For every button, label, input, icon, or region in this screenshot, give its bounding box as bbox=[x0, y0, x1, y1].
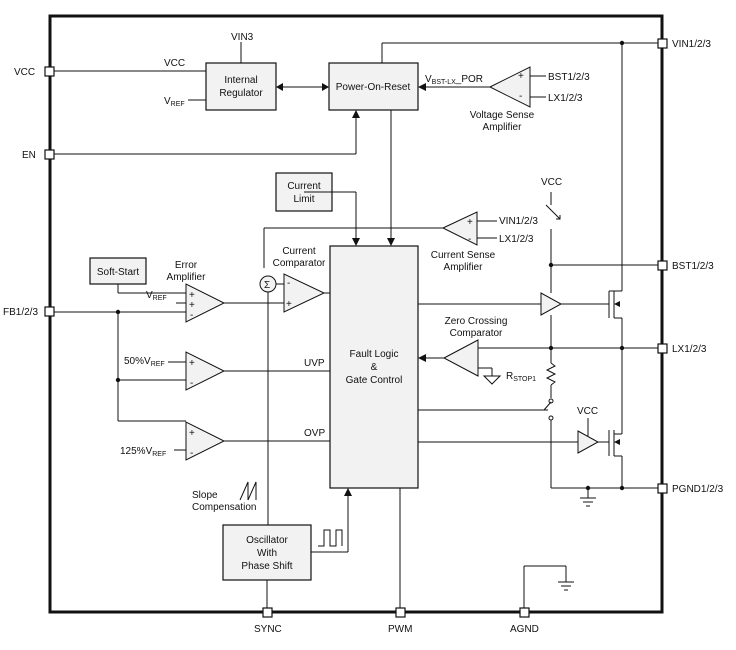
pin-vin bbox=[657, 38, 668, 49]
vbst-lx-por-label: VBST-LX_POR bbox=[425, 74, 483, 86]
vs-lx-label: LX1/2/3 bbox=[548, 93, 583, 104]
cc-minus: - bbox=[287, 278, 290, 289]
error-amp-label-2: Amplifier bbox=[167, 272, 207, 283]
soft-start-label: Soft-Start bbox=[97, 267, 139, 278]
pin-lx bbox=[657, 343, 668, 354]
sigma-symbol: Σ bbox=[264, 280, 270, 291]
cs-plus: + bbox=[467, 217, 473, 228]
slope-label-2: Compensation bbox=[192, 502, 256, 513]
cs-lx-label: LX1/2/3 bbox=[499, 234, 534, 245]
vs-bst-label: BST1/2/3 bbox=[548, 72, 590, 83]
pin-pwm bbox=[395, 607, 406, 618]
power-on-reset-label: Power-On-Reset bbox=[336, 82, 411, 93]
current-sense-label-2: Amplifier bbox=[444, 262, 484, 273]
zc-ground-icon bbox=[482, 375, 502, 385]
fault-logic-label-1: Fault Logic bbox=[350, 349, 399, 360]
slope-compensation-symbol bbox=[239, 481, 257, 501]
vcc-wire-label: VCC bbox=[164, 58, 185, 69]
pin-label-pgnd: PGND1/2/3 bbox=[672, 484, 724, 495]
ovp-label: OVP bbox=[304, 428, 325, 439]
low-side-driver bbox=[577, 430, 600, 454]
vin3-label: VIN3 bbox=[231, 32, 254, 43]
uvp-label: UVP bbox=[304, 358, 325, 369]
current-sense-label-1: Current Sense bbox=[431, 250, 496, 261]
ovp-minus: - bbox=[190, 448, 193, 459]
fault-logic-label-3: Gate Control bbox=[346, 375, 403, 386]
vcc-low-label: VCC bbox=[577, 406, 598, 417]
voltage-sense-amplifier bbox=[488, 66, 531, 108]
pin-fb bbox=[44, 306, 55, 317]
uvp-plus: + bbox=[189, 358, 195, 369]
zero-cross-label-2: Comparator bbox=[450, 328, 503, 339]
pin-label-en: EN bbox=[22, 150, 36, 161]
current-comparator-label-1: Current bbox=[282, 246, 316, 257]
power-on-reset-block bbox=[328, 62, 419, 111]
ea-plus-2: + bbox=[189, 300, 195, 311]
vcc-top-label: VCC bbox=[541, 177, 562, 188]
rstop-resistor bbox=[545, 362, 557, 386]
power-stage bbox=[418, 40, 658, 507]
uvp-minus: - bbox=[190, 378, 193, 389]
current-sense-amplifier bbox=[441, 211, 478, 246]
internal-regulator-label-2: Regulator bbox=[219, 88, 263, 99]
uvp-ref-label: 50%VREF bbox=[124, 356, 165, 368]
vref-regulator-label: VREF bbox=[164, 96, 185, 108]
internal-regulator-label-1: Internal bbox=[224, 75, 257, 86]
pin-sync bbox=[262, 607, 273, 618]
ovp-plus: + bbox=[189, 428, 195, 439]
current-limit-label-2: Limit bbox=[293, 194, 314, 205]
ea-minus: - bbox=[190, 310, 193, 321]
ovp-ref-label: 125%VREF bbox=[120, 446, 166, 458]
uvp-comparator bbox=[185, 351, 226, 391]
pin-label-vcc: VCC bbox=[14, 67, 35, 78]
slope-label-1: Slope bbox=[192, 490, 218, 501]
pin-agnd bbox=[519, 607, 530, 618]
internal-regulator-block bbox=[205, 62, 277, 111]
oscillator-label-1: Oscillator bbox=[246, 535, 288, 546]
pin-label-agnd: AGND bbox=[510, 624, 539, 635]
pin-bst bbox=[657, 260, 668, 271]
clock-symbol bbox=[318, 529, 343, 547]
soft-start-block bbox=[89, 257, 147, 285]
top-wiring bbox=[54, 42, 658, 246]
rstop-label: RSTOP1 bbox=[506, 371, 536, 383]
current-sense-wiring bbox=[263, 191, 497, 268]
oscillator-label-2: With bbox=[257, 548, 277, 559]
vs-minus: - bbox=[519, 91, 522, 102]
pin-label-bst: BST1/2/3 bbox=[672, 261, 714, 272]
cc-plus: + bbox=[286, 299, 292, 310]
voltage-sense-label-1: Voltage Sense bbox=[470, 110, 535, 121]
oscillator-block bbox=[222, 524, 312, 581]
current-comparator-label-2: Comparator bbox=[273, 258, 326, 269]
error-amp-label-1: Error bbox=[175, 260, 198, 271]
pin-en bbox=[44, 149, 55, 160]
pin-pgnd bbox=[657, 483, 668, 494]
pin-label-vin: VIN1/2/3 bbox=[672, 39, 711, 50]
pin-label-pwm: PWM bbox=[388, 624, 412, 635]
cs-minus: - bbox=[468, 234, 471, 245]
vref-error-label: VREF bbox=[146, 290, 167, 302]
vs-plus: + bbox=[518, 71, 524, 82]
pin-label-lx: LX1/2/3 bbox=[672, 344, 707, 355]
voltage-sense-label-2: Amplifier bbox=[483, 122, 523, 133]
cs-vin-label: VIN1/2/3 bbox=[499, 216, 538, 227]
fault-logic-label-2: & bbox=[371, 362, 378, 373]
pin-vcc bbox=[44, 66, 55, 77]
ea-plus-1: + bbox=[189, 290, 195, 301]
current-comparator bbox=[283, 273, 326, 313]
fault-logic-block bbox=[329, 245, 419, 489]
zero-crossing-comparator bbox=[442, 339, 479, 377]
current-limit-label-1: Current bbox=[287, 181, 321, 192]
ovp-comparator bbox=[185, 421, 226, 461]
pin-label-sync: SYNC bbox=[254, 624, 282, 635]
pin-label-fb: FB1/2/3 bbox=[3, 307, 38, 318]
oscillator-label-3: Phase Shift bbox=[241, 561, 292, 572]
zero-cross-label-1: Zero Crossing bbox=[445, 316, 508, 327]
